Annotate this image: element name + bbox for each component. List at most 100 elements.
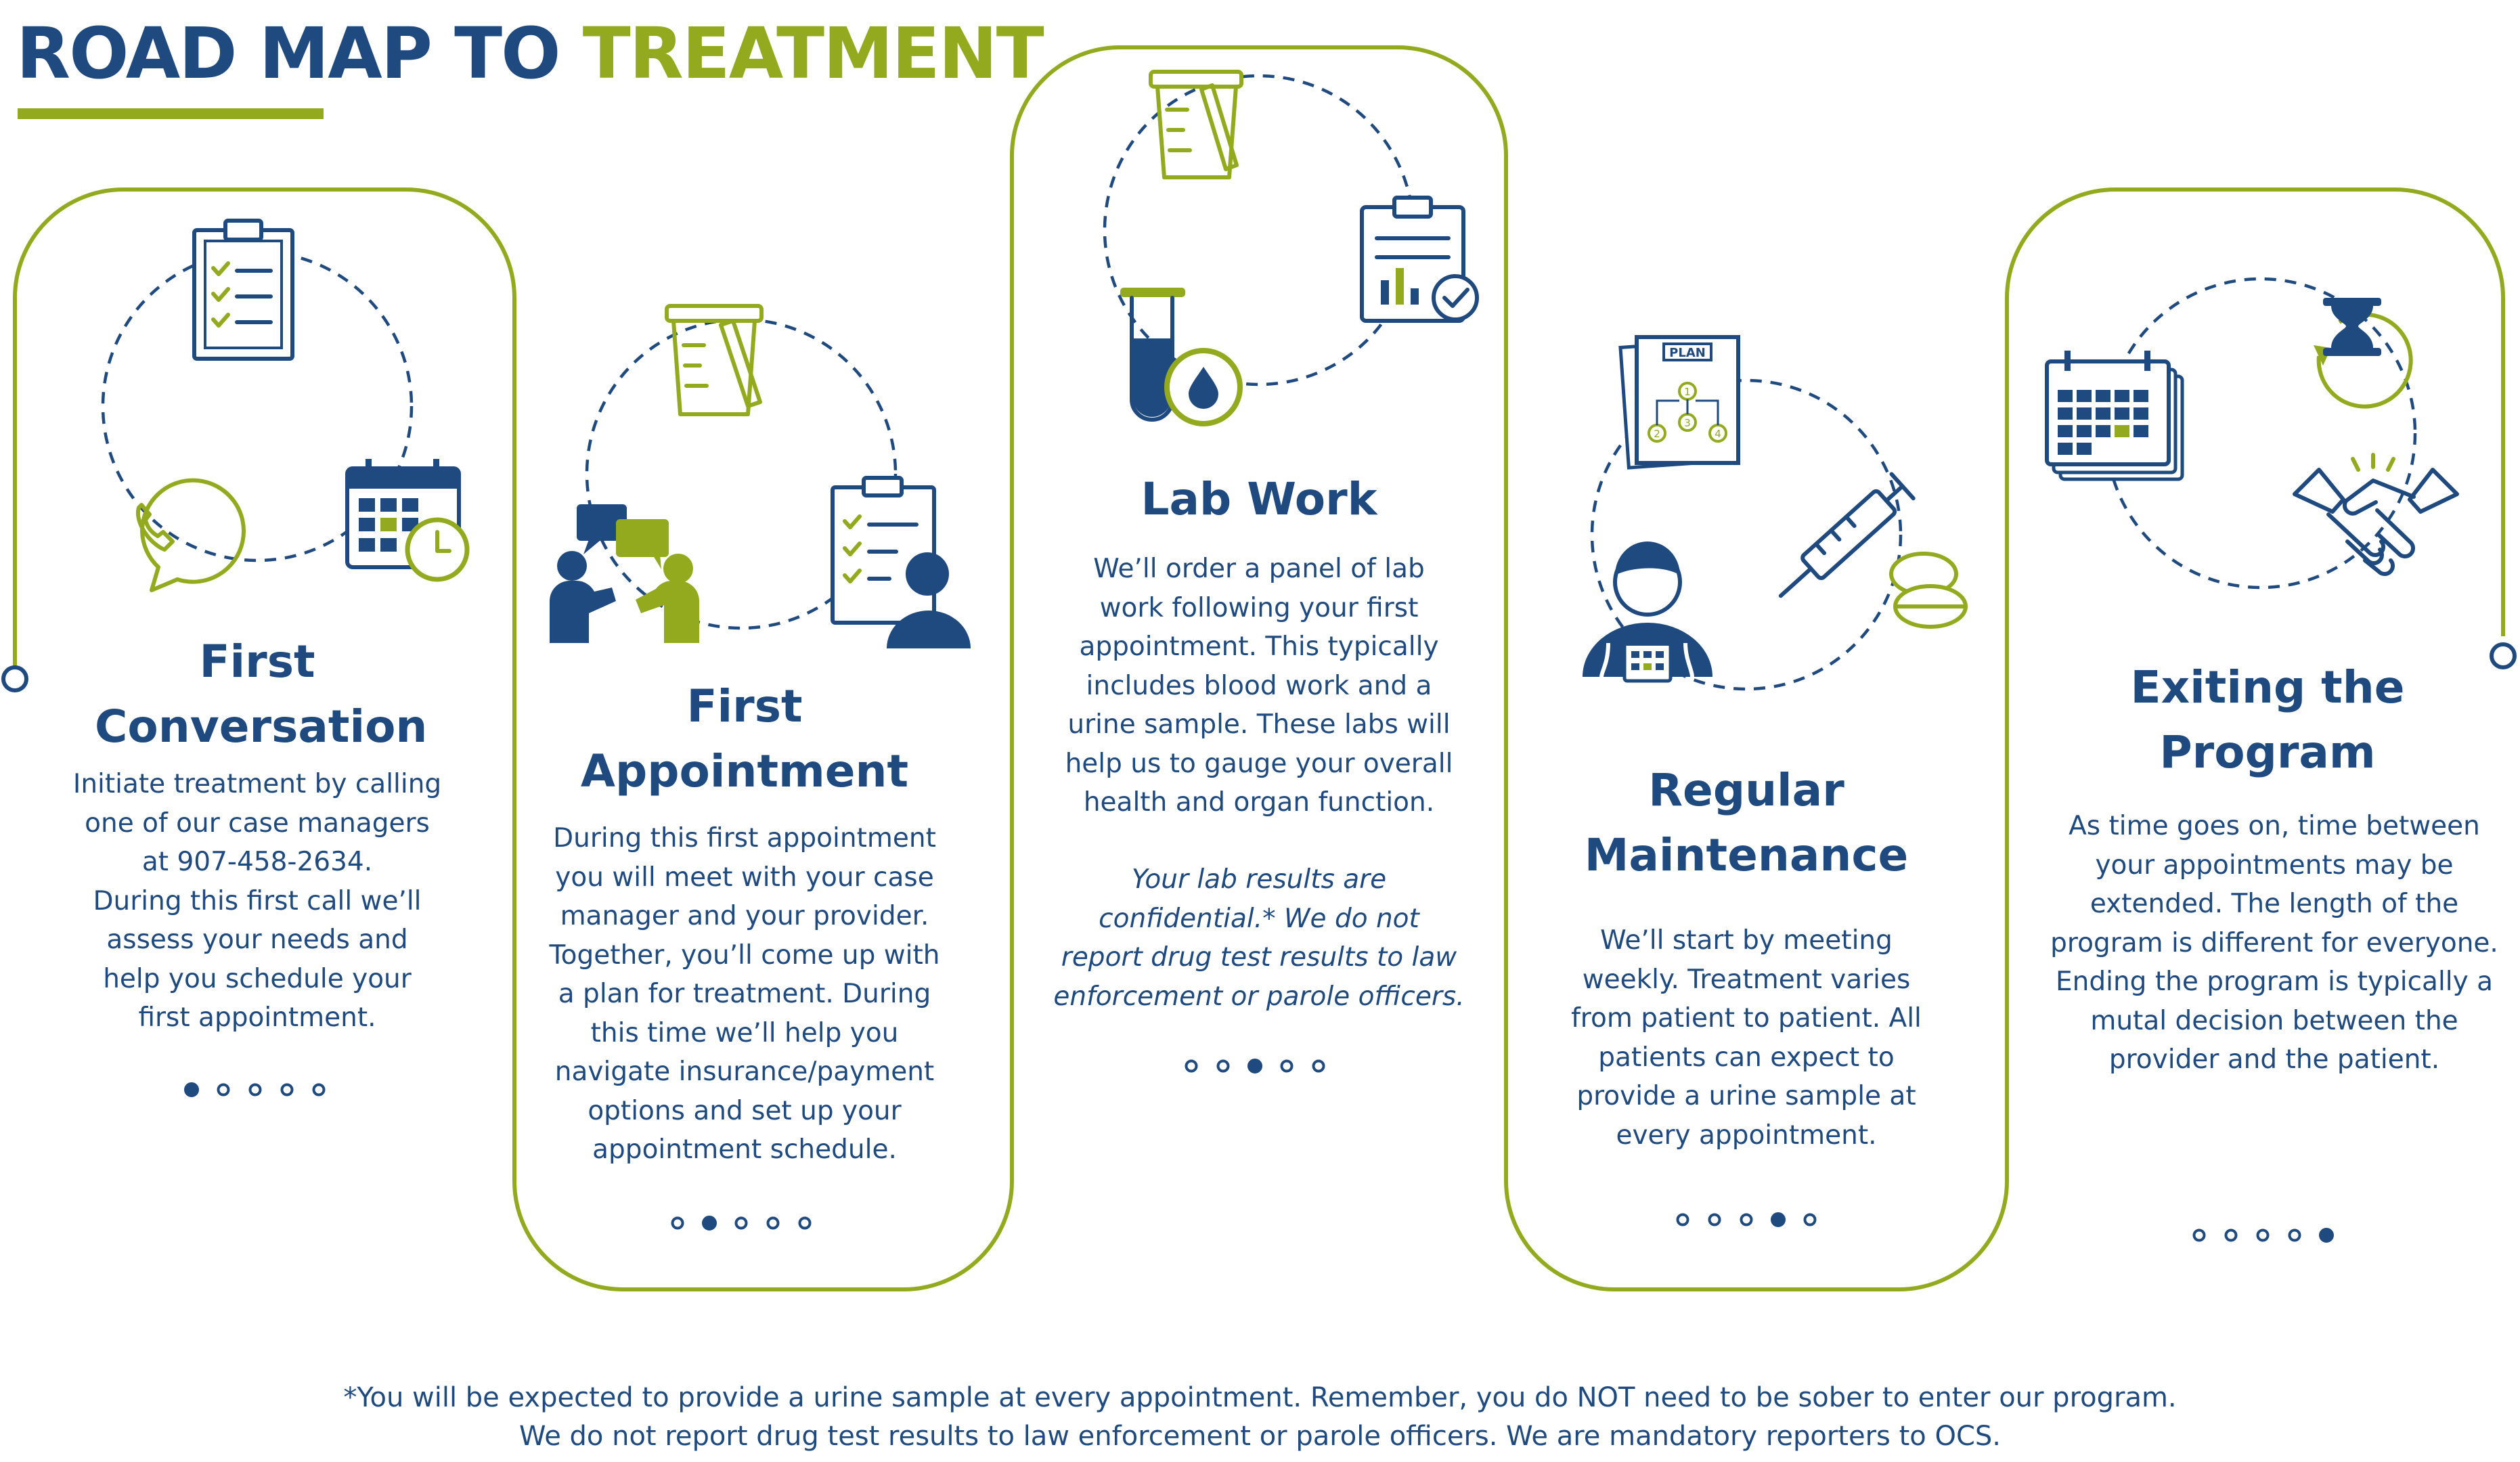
step4-heading-line: Regular (1648, 764, 1844, 816)
title-underline (18, 108, 324, 119)
title-part-1: ROAD MAP TO (16, 12, 560, 95)
syringe-pills-icon (1778, 472, 1968, 629)
step3-note-line: confidential.* We do not (1099, 903, 1419, 934)
handshake-icon (2293, 453, 2459, 577)
footnote: *You will be expected to provide a urine… (0, 1379, 2520, 1456)
progress-dot-active (1247, 1059, 1262, 1073)
progress-dot (766, 1216, 780, 1230)
step5-heading-line: Program (2159, 726, 2376, 778)
plan-step-2: 2 (1654, 428, 1660, 440)
step1-heading-line: First (199, 636, 315, 688)
step2-heading-line: Appointment (580, 745, 909, 797)
doctor-calendar-icon (1583, 541, 1712, 683)
step5-dashed-loop (2104, 277, 2417, 590)
phone-chat-icon (135, 478, 246, 592)
step2-text-line: this time we’ll help you (590, 1017, 899, 1048)
step4-heading: Regular Maintenance (1543, 758, 1949, 888)
step5-text-line: Ending the program is typically a (2056, 967, 2493, 997)
plan-step-4: 4 (1715, 428, 1721, 440)
step4-text-line: provide a urine sample at (1576, 1081, 1916, 1111)
plan-label: PLAN (1669, 346, 1706, 360)
step1-text-line: help you schedule your (103, 963, 412, 994)
progress-dot (217, 1083, 230, 1096)
hourglass-icon (2314, 298, 2413, 409)
step2-text-line: manager and your provider. (560, 901, 929, 931)
step1-text-line: During this first call we’ll (93, 885, 422, 916)
specimen-cup-icon-2 (1149, 70, 1243, 179)
progress-dot (248, 1083, 262, 1096)
step5-heading-line: Exiting the (2130, 661, 2405, 713)
specimen-cup-icon (665, 304, 764, 416)
step1-dashed-loop (101, 250, 414, 562)
title-part-2: TREATMENT (582, 12, 1044, 95)
progress-dot (798, 1216, 812, 1230)
step3-confidential-note: Your lab results are confidential.* We d… (1049, 860, 1469, 1016)
progress-dot (280, 1083, 294, 1096)
step1-description: Initiate treatment by calling one of our… (54, 765, 460, 1038)
progress-dot-active (2319, 1228, 2334, 1243)
progress-dot (1740, 1213, 1753, 1226)
step1-text-line: Initiate treatment by calling (72, 769, 442, 799)
progress-dot (1676, 1213, 1689, 1226)
step2-text-line: a plan for treatment. During (558, 979, 931, 1009)
step2-heading-line: First (686, 680, 803, 732)
progress-dot (1280, 1059, 1294, 1073)
step5-text-line: your appointments may be (2095, 849, 2454, 881)
step3-text-line: work following your first (1099, 592, 1419, 623)
step4-description: We’ll start by meeting weekly. Treatment… (1543, 921, 1949, 1155)
step3-description: We’ll order a panel of lab work followin… (1049, 550, 1469, 822)
step5-text-line: provider and the patient. (2108, 1044, 2440, 1075)
step4-dashed-loop (1590, 378, 1903, 691)
progress-dot (312, 1083, 326, 1096)
step1-text-line: first appointment. (138, 1002, 376, 1033)
step3-text-line: urine sample. These labs will (1067, 709, 1451, 740)
footnote-line: *You will be expected to provide a urine… (343, 1382, 2177, 1413)
road-end-marker (2490, 642, 2517, 669)
step3-text-line: We’ll order a panel of lab (1093, 554, 1425, 584)
step4-heading-line: Maintenance (1584, 829, 1909, 881)
step4-text-line: from patient to patient. All (1571, 1003, 1922, 1034)
step5-text-line: program is different for everyone. (2050, 927, 2498, 958)
clipboard-checklist-icon (192, 219, 294, 361)
progress-dot (1216, 1059, 1230, 1073)
step3-text-line: appointment. This typically (1079, 632, 1439, 662)
step3-heading: Lab Work (1056, 467, 1462, 532)
road-start-marker (1, 665, 28, 692)
page-title: ROAD MAP TO TREATMENT (16, 12, 1044, 95)
plan-document-icon: PLAN 1 2 3 4 (1618, 335, 1740, 470)
step2-dashed-loop (585, 317, 898, 630)
step5-text-line: As time goes on, time between (2069, 811, 2480, 841)
step3-text-line: health and organ function. (1083, 787, 1435, 818)
step3-text-line: includes blood work and a (1086, 670, 1432, 701)
progress-dot (2192, 1228, 2206, 1242)
report-clipboard-icon (1360, 196, 1479, 323)
step2-text-line: options and set up your (588, 1095, 902, 1126)
step5-text-line: extended. The length of the (2090, 889, 2459, 919)
step3-note-line: enforcement or parole officers. (1053, 981, 1465, 1012)
step4-text-line: We’ll start by meeting (1600, 925, 1893, 956)
progress-dot-active (184, 1082, 199, 1097)
test-tube-blood-icon (1120, 288, 1243, 426)
plan-step-1: 1 (1684, 386, 1691, 398)
step1-heading-line: Conversation (95, 701, 428, 753)
road-path (13, 45, 2505, 1291)
step2-text-line: During this first appointment (553, 823, 936, 854)
progress-dot (2288, 1228, 2301, 1242)
step1-heading: First Conversation (95, 629, 428, 759)
progress-dot (1185, 1059, 1198, 1073)
step3-note-line: report drug test results to law (1061, 942, 1457, 973)
progress-dot (734, 1216, 748, 1230)
progress-dot (2224, 1228, 2238, 1242)
calendar-stack-icon (2045, 351, 2184, 481)
progress-dot-active (1771, 1212, 1786, 1227)
step2-text-line: appointment schedule. (592, 1134, 897, 1165)
progress-dot (671, 1216, 684, 1230)
step1-text-line: at 907-458-2634. (141, 847, 373, 877)
step5-description: As time goes on, time between your appoi… (2037, 807, 2511, 1080)
plan-step-3: 3 (1684, 417, 1691, 429)
step5-heading: Exiting the Program (2058, 655, 2477, 785)
conversation-people-icon (550, 504, 699, 643)
footnote-line: We do not report drug test results to la… (519, 1421, 2001, 1452)
step3-text-line: help us to gauge your overall (1065, 748, 1453, 779)
